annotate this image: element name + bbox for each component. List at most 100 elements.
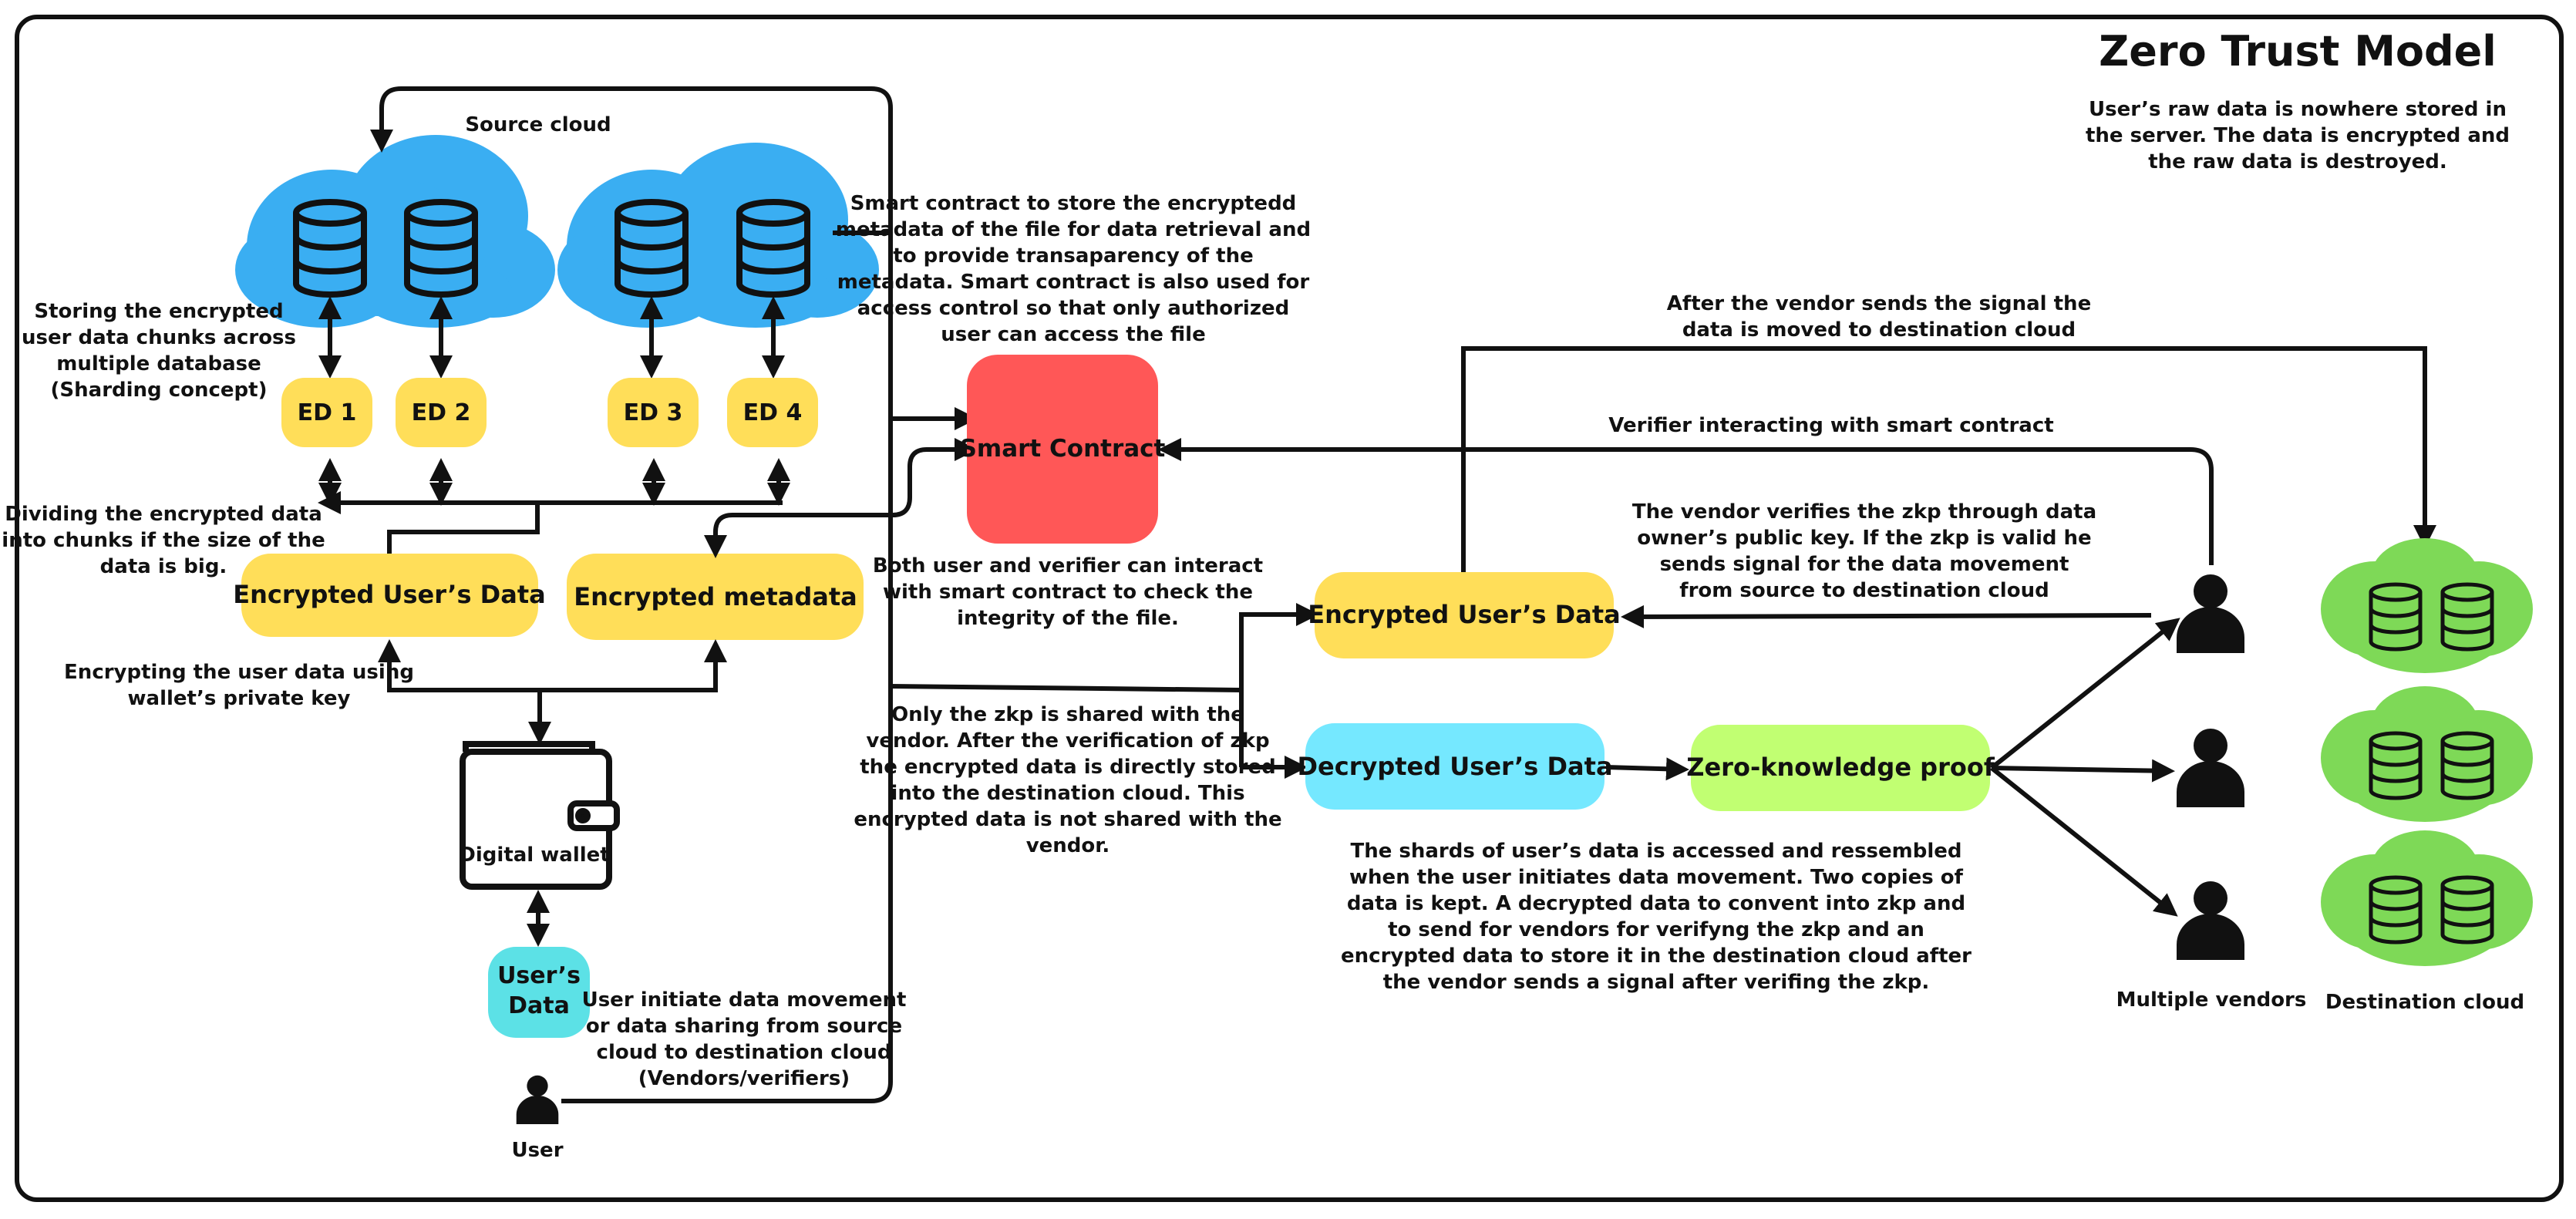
note-line: Encrypting the user data using [64,661,414,684]
user-initiate-note: User initiate data movement or data shari… [582,988,907,1090]
multiple-vendors-label: Multiple vendors [2116,988,2307,1012]
note-line: (Vendors/verifiers) [638,1067,850,1090]
subtitle-note: User’s raw data is nowhere stored in the … [2086,98,2510,173]
svg-text:Smart Contract: Smart Contract [960,435,1166,463]
note-line: when the user initiates data movement. T… [1349,866,1964,889]
note-line: vendor. [1026,834,1110,857]
note-line: owner’s public key. If the zkp is valid … [1637,527,2091,550]
svg-text:ED 1: ED 1 [298,399,357,426]
to-destination-cloud-arrow [1461,346,2436,572]
svg-text:User’s: User’s [497,962,581,989]
note-line: encrypted data is not shared with the [854,808,1281,831]
note-line: After the vendor sends the signal the [1667,292,2091,315]
decrypted-to-zkp-arrow [1605,757,1689,781]
ed-box-2: ED 2 [396,378,487,447]
note-line: multiple database [56,352,261,375]
note-line: from source to destination cloud [1679,579,2049,602]
zkp-box: Zero-knowledge proof [1686,725,1995,811]
note-line: cloud to destination cloud [597,1041,892,1064]
ed-box-4: ED 4 [727,378,818,447]
note-line: or data sharing from source [586,1015,902,1038]
encrypting-note: Encrypting the user data using wallet’s p… [64,661,414,710]
note-line: wallet’s private key [128,687,351,710]
only-zkp-note: Only the zkp is shared with the vendor. A… [854,703,1281,857]
svg-text:Encrypted User’s Data: Encrypted User’s Data [1308,600,1620,629]
encrypted-metadata-box: Encrypted metadata [567,554,864,640]
note-line: user data chunks across [22,326,296,349]
note-line: to send for vendors for verifyng the zkp… [1388,918,1924,941]
verifier-to-smart-contract-arrow [1158,438,2214,565]
vendor-verifies-note: The vendor verifies the zkp through data… [1632,500,2096,602]
note-line: Both user and verifier can interact [873,554,1263,578]
verifier-note: Verifier interacting with smart contract [1608,414,2053,437]
user-label: User [511,1139,563,1162]
encrypted-users-data-box-2: Encrypted User’s Data [1308,572,1621,658]
encrypted-users-data-box: Encrypted User’s Data [233,554,546,637]
note-line: sends signal for the data movement [1660,553,2069,576]
outer-frame [15,15,2564,1202]
note-line: to provide transaparency of the [893,244,1253,268]
note-line: the encrypted data is directly stored [860,756,1275,779]
note-line: the server. The data is encrypted and [2086,124,2510,147]
note-line: the raw data is destroyed. [2148,150,2447,173]
note-line: (Sharding concept) [51,379,268,402]
decrypted-users-data-box: Decrypted User’s Data [1297,723,1613,810]
after-vendor-note: After the vendor sends the signal the dat… [1667,292,2091,342]
digital-wallet-icon [460,741,620,890]
note-line: Storing the encrypted [34,300,283,323]
destination-cloud-2 [2321,686,2533,822]
digital-wallet-label: Digital wallet [459,844,609,867]
note-line: into chunks if the size of the [2,529,325,552]
dividing-note: Dividing the encrypted data into chunks i… [2,503,325,578]
users-data-box: User’s Data [488,947,590,1038]
source-cloud-right [557,143,879,328]
note-line: integrity of the file. [957,607,1179,630]
svg-text:Data: Data [508,992,570,1019]
vendor-icon [2177,729,2244,807]
destination-cloud-3 [2321,830,2533,966]
note-line: with smart contract to check the [883,581,1253,604]
note-line: into the destination cloud. This [891,782,1244,805]
smart-contract-box: Smart Contract [960,355,1166,544]
wallet-box-arrows [378,639,727,745]
note-line: the vendor sends a signal after verifing… [1383,971,1930,994]
note-line: user can access the file [941,323,1205,346]
destination-cloud-label: Destination cloud [2325,991,2524,1014]
note-line: Only the zkp is shared with the [891,703,1244,726]
metadata-to-smart-contract-arrow [704,438,978,558]
ed-box-3: ED 3 [608,378,699,447]
note-line: User initiate data movement [582,988,907,1012]
note-line: User’s raw data is nowhere stored in [2089,98,2507,121]
user-loop-line [370,86,893,1103]
svg-text:ED 4: ED 4 [743,399,803,426]
storing-note: Storing the encrypted user data chunks ac… [22,300,296,402]
svg-text:Decrypted User’s Data: Decrypted User’s Data [1297,752,1612,781]
both-user-note: Both user and verifier can interact with … [873,554,1263,630]
zkp-vendor-arrows [1990,618,2180,917]
note-line: data is kept. A decrypted data to conven… [1347,892,1965,915]
svg-text:Encrypted User’s Data: Encrypted User’s Data [233,580,545,609]
note-line: metadata of the file for data retrieval … [836,218,1311,241]
note-line: Smart contract to store the encryptedd [850,192,1297,215]
note-line: Dividing the encrypted data [5,503,322,526]
note-line: The shards of user’s data is accessed an… [1350,840,1961,863]
vendor-signal-arrow [1621,604,2152,628]
ed-box-1: ED 1 [281,378,372,447]
zkp-branch-lines [890,603,1319,779]
svg-text:Encrypted metadata: Encrypted metadata [574,582,857,611]
note-line: data is moved to destination cloud [1682,318,2076,342]
note-line: data is big. [100,555,227,578]
note-line: vendor. After the verification of zkp [866,729,1269,753]
user-icon [516,1075,559,1125]
shards-note: The shards of user’s data is accessed an… [1341,840,1972,994]
db-ed-arrows [318,296,785,379]
note-line: The vendor verifies the zkp through data [1632,500,2096,524]
svg-text:ED 2: ED 2 [412,399,471,426]
svg-text:ED 3: ED 3 [624,399,683,426]
vendor-icon [2177,574,2244,653]
destination-cloud-1 [2321,538,2533,673]
source-cloud-left [235,135,555,328]
note-line: metadata. Smart contract is also used fo… [837,271,1310,294]
vendor-icon [2177,881,2244,960]
